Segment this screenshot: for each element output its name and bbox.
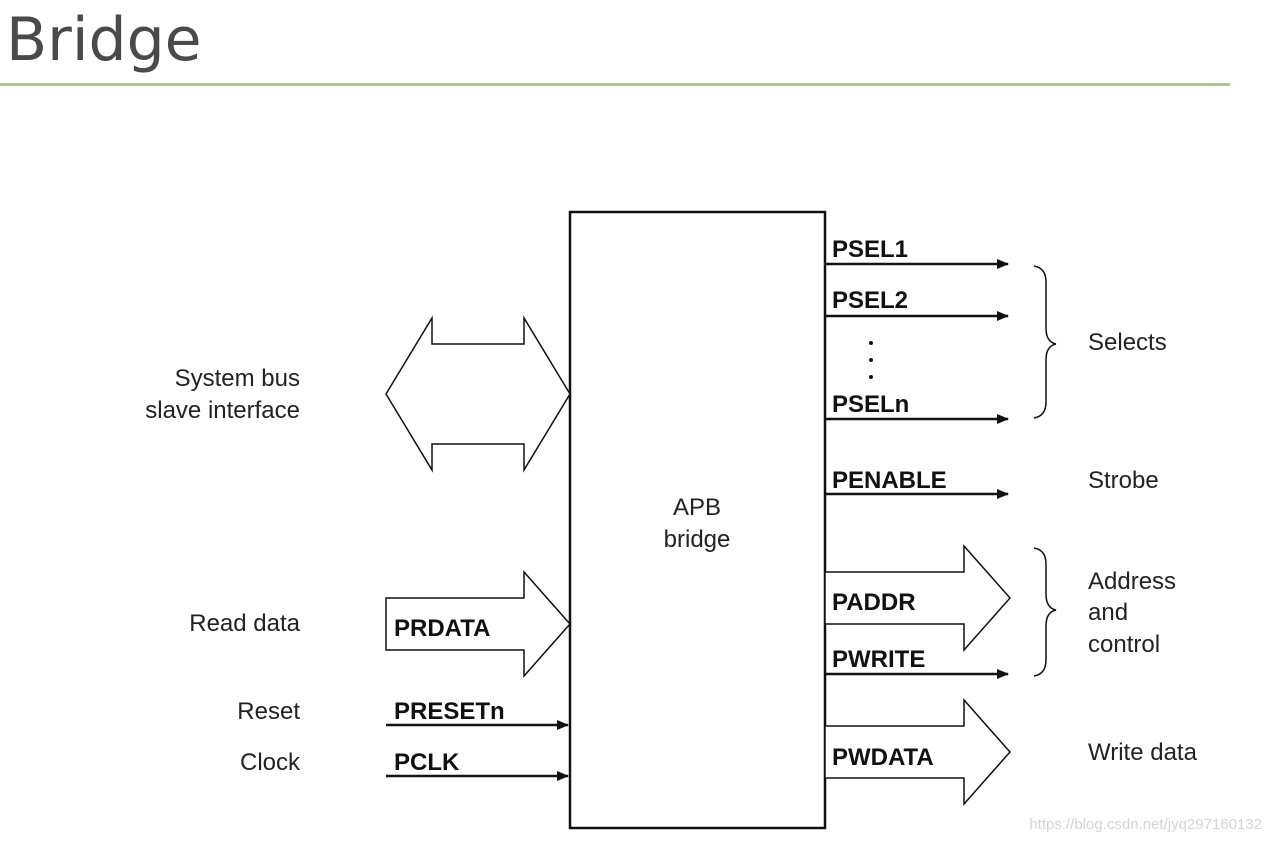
clock-label: Clock	[240, 749, 301, 776]
psel2-signal: PSEL2	[832, 287, 908, 314]
pclk-signal: PCLK	[394, 749, 460, 776]
penable-signal: PENABLE	[832, 467, 947, 494]
reset-label: Reset	[237, 698, 300, 725]
psel1-signal: PSEL1	[832, 236, 908, 263]
pwdata-bus-arrow	[824, 698, 1012, 806]
address-label-line1: Address	[1088, 568, 1176, 595]
address-label-line3: control	[1088, 631, 1160, 658]
system-bus-label-line2: slave interface	[145, 397, 300, 424]
write-data-label: Write data	[1088, 739, 1198, 766]
pseln-signal: PSELn	[832, 391, 909, 418]
block-label-line2: bridge	[664, 526, 731, 553]
selects-brace	[1033, 265, 1057, 419]
address-label-line2: and	[1088, 599, 1128, 626]
read-data-label: Read data	[189, 610, 300, 637]
prdata-bus-arrow	[385, 570, 572, 678]
address-control-brace	[1033, 547, 1057, 677]
paddr-bus-arrow	[824, 544, 1012, 652]
block-label-line1: APB	[673, 494, 721, 521]
paddr-signal: PADDR	[832, 589, 916, 616]
presetn-signal: PRESETn	[394, 698, 505, 725]
page-title: Bridge	[6, 5, 202, 75]
system-bus-label-line1: System bus	[175, 365, 300, 392]
pwrite-signal: PWRITE	[832, 646, 925, 673]
pwdata-signal: PWDATA	[832, 744, 934, 771]
system-bus-double-arrow	[385, 315, 571, 473]
ellipsis-dot-3	[869, 375, 873, 379]
ellipsis-dot-1	[869, 341, 873, 345]
apb-bridge-block	[568, 210, 827, 830]
ellipsis-dot-2	[869, 358, 873, 362]
strobe-label: Strobe	[1088, 467, 1159, 494]
selects-label: Selects	[1088, 329, 1167, 356]
watermark: https://blog.csdn.net/jyq297160132	[1029, 816, 1262, 833]
title-underline	[0, 83, 1230, 86]
prdata-signal: PRDATA	[394, 615, 490, 642]
